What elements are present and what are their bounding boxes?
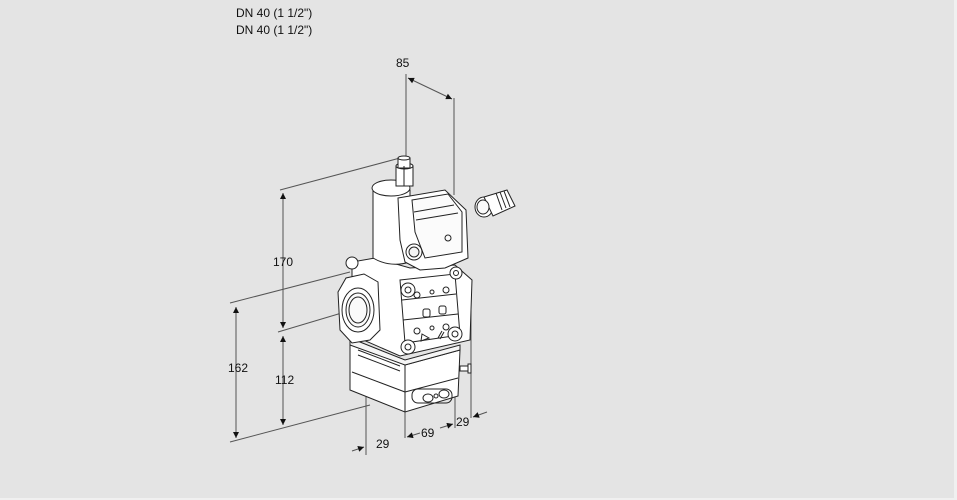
- connector-housing: [397, 189, 469, 271]
- dim-total-left-height: 162: [228, 361, 248, 375]
- dim-upper-height: 170: [273, 255, 293, 269]
- dim-bottom-left-depth: 29: [376, 437, 390, 451]
- cable-gland: [474, 189, 516, 218]
- dim-lower-height: 112: [275, 373, 294, 387]
- valve-assembly: [337, 155, 516, 413]
- nominal-size-label: DN 40 (1 1/2"): [236, 6, 313, 20]
- title-block: DN 40 (1 1/2") DN 40 (1 1/2"): [236, 5, 312, 39]
- dim-bottom-right-depth: 29: [456, 415, 470, 429]
- nominal-size-label-secondary: DN 40 (1 1/2"): [236, 23, 313, 37]
- dim-top-width: 85: [396, 56, 410, 70]
- valve-body: [337, 256, 473, 357]
- dim-bottom-width: 69: [421, 426, 435, 440]
- bottom-module: [349, 337, 472, 413]
